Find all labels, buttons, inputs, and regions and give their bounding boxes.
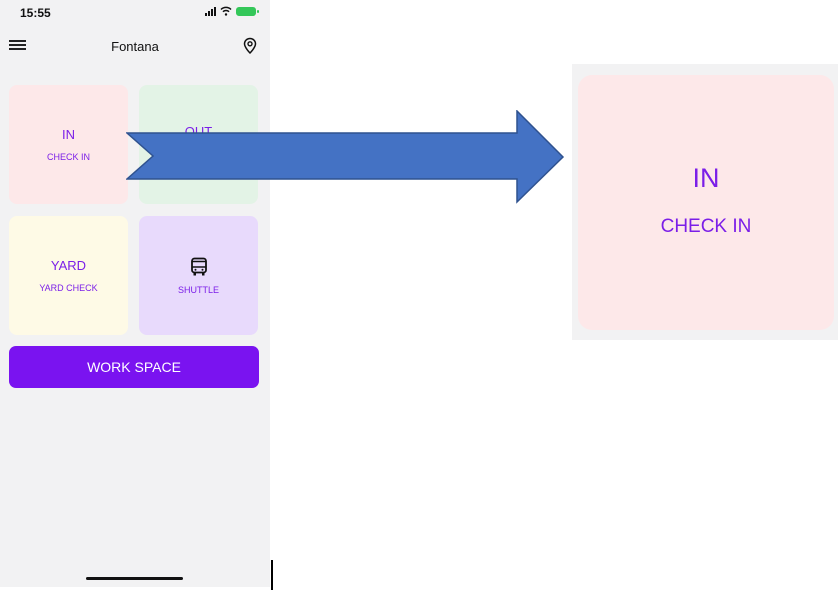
signal-icon [205, 6, 216, 16]
tile-subtitle: SHUTTLE [177, 284, 219, 295]
page-title: Fontana [111, 39, 159, 54]
status-icons [205, 6, 259, 16]
location-pin-icon[interactable] [242, 37, 258, 55]
phone-screen: 15:55 Fontana IN CHECK IN OUT YA [0, 0, 270, 587]
shuttle-tile[interactable]: SHUTTLE [139, 216, 258, 335]
zoom-subtitle: CHECK IN [660, 215, 752, 237]
hamburger-menu-icon[interactable] [9, 40, 26, 52]
tile-title: YARD [50, 258, 87, 273]
arrow-annotation [126, 110, 565, 204]
home-indicator [86, 577, 183, 580]
tile-title: IN [62, 127, 75, 142]
zoomed-check-in-tile: IN CHECK IN [578, 75, 834, 330]
check-in-tile[interactable]: IN CHECK IN [9, 85, 128, 204]
work-space-button[interactable]: WORK SPACE [9, 346, 259, 388]
yard-check-tile[interactable]: YARD YARD CHECK [9, 216, 128, 335]
tile-subtitle: YARD CHECK [39, 283, 98, 293]
wifi-icon [220, 6, 232, 16]
zoom-title: IN [692, 162, 720, 193]
text-cursor [271, 560, 273, 590]
tile-subtitle: CHECK IN [46, 152, 90, 162]
zoomed-tile-panel: IN CHECK IN [572, 64, 838, 340]
status-bar: 15:55 [0, 0, 270, 28]
status-time: 15:55 [20, 6, 51, 20]
battery-icon [236, 6, 259, 16]
nav-bar: Fontana [0, 34, 270, 60]
bus-icon [190, 257, 207, 275]
